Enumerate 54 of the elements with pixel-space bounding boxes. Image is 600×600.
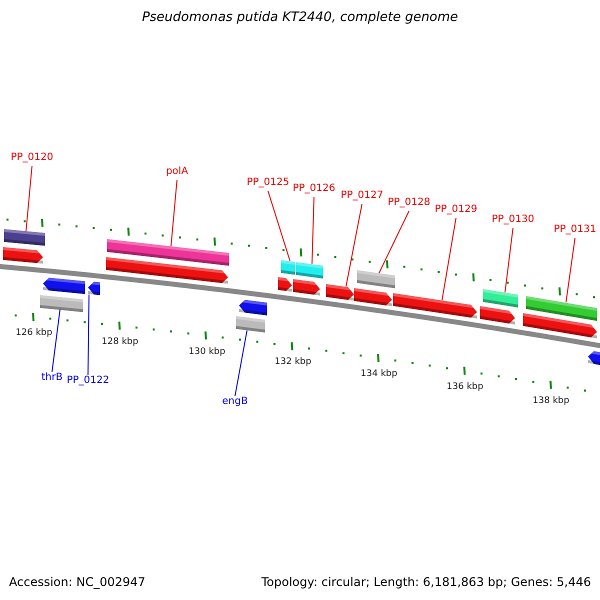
gene-label: PP_0127: [340, 191, 384, 201]
category-bar: [40, 294, 83, 312]
leader-line: [566, 238, 576, 303]
gene-block: [326, 284, 354, 301]
leader-line: [234, 330, 248, 396]
leader-line: [442, 218, 456, 301]
gene-block: [43, 276, 85, 294]
leader-line: [346, 204, 362, 287]
category-bar: [526, 296, 597, 321]
gene-block: [88, 281, 100, 296]
gene-label: PP_0129: [434, 205, 478, 215]
gene-block: [106, 257, 228, 284]
gene-label: PP_0122: [66, 376, 110, 386]
category-bar: [236, 316, 265, 333]
scale-label: 134 kbp: [360, 370, 398, 380]
gene-block: [588, 350, 600, 366]
gene-block: [480, 306, 515, 325]
scale-label: 138 kbp: [532, 396, 570, 406]
genome-summary-text: Topology: circular; Length: 6,181,863 bp; Genes: 5,446: [261, 575, 591, 589]
gene-block: [523, 313, 597, 339]
gene-block: [354, 288, 392, 306]
gene-label: polA: [166, 167, 188, 177]
leader-line: [52, 309, 60, 372]
gene-label: PP_0128: [388, 198, 430, 208]
gene-label: PP_0120: [10, 153, 54, 163]
leader-line: [504, 228, 514, 293]
gene-label: engB: [222, 397, 248, 407]
gene-block: [3, 247, 43, 264]
leader-line: [378, 210, 410, 274]
scale-label: 126 kbp: [16, 329, 52, 338]
leader-line: [170, 180, 178, 247]
gene-label: PP_0131: [554, 225, 596, 235]
gene-block: [393, 293, 477, 319]
scale-label: 128 kbp: [102, 338, 138, 347]
gene-label: PP_0126: [292, 184, 336, 194]
accession-text: Accession: NC_002947: [9, 575, 146, 589]
scale-label: 130 kbp: [188, 348, 226, 357]
gene-label: PP_0130: [492, 215, 534, 225]
gene-label: PP_0125: [246, 178, 290, 188]
leader-line: [88, 294, 90, 376]
category-bar: [281, 260, 295, 275]
leader-line: [312, 196, 314, 264]
category-bar: [357, 270, 395, 288]
scale-label: 132 kbp: [274, 358, 312, 368]
scale-label: 136 kbp: [446, 382, 484, 392]
gene-label: thrB: [41, 373, 63, 383]
leader-line: [26, 166, 32, 232]
leader-line: [268, 190, 290, 262]
category-bar: [483, 288, 518, 308]
category-bar: [4, 229, 45, 246]
map-title: Pseudomonas putida KT2440, complete genome: [142, 11, 458, 24]
gene-block: [239, 298, 267, 315]
category-bar: [107, 239, 229, 266]
gene-block: [278, 277, 292, 292]
